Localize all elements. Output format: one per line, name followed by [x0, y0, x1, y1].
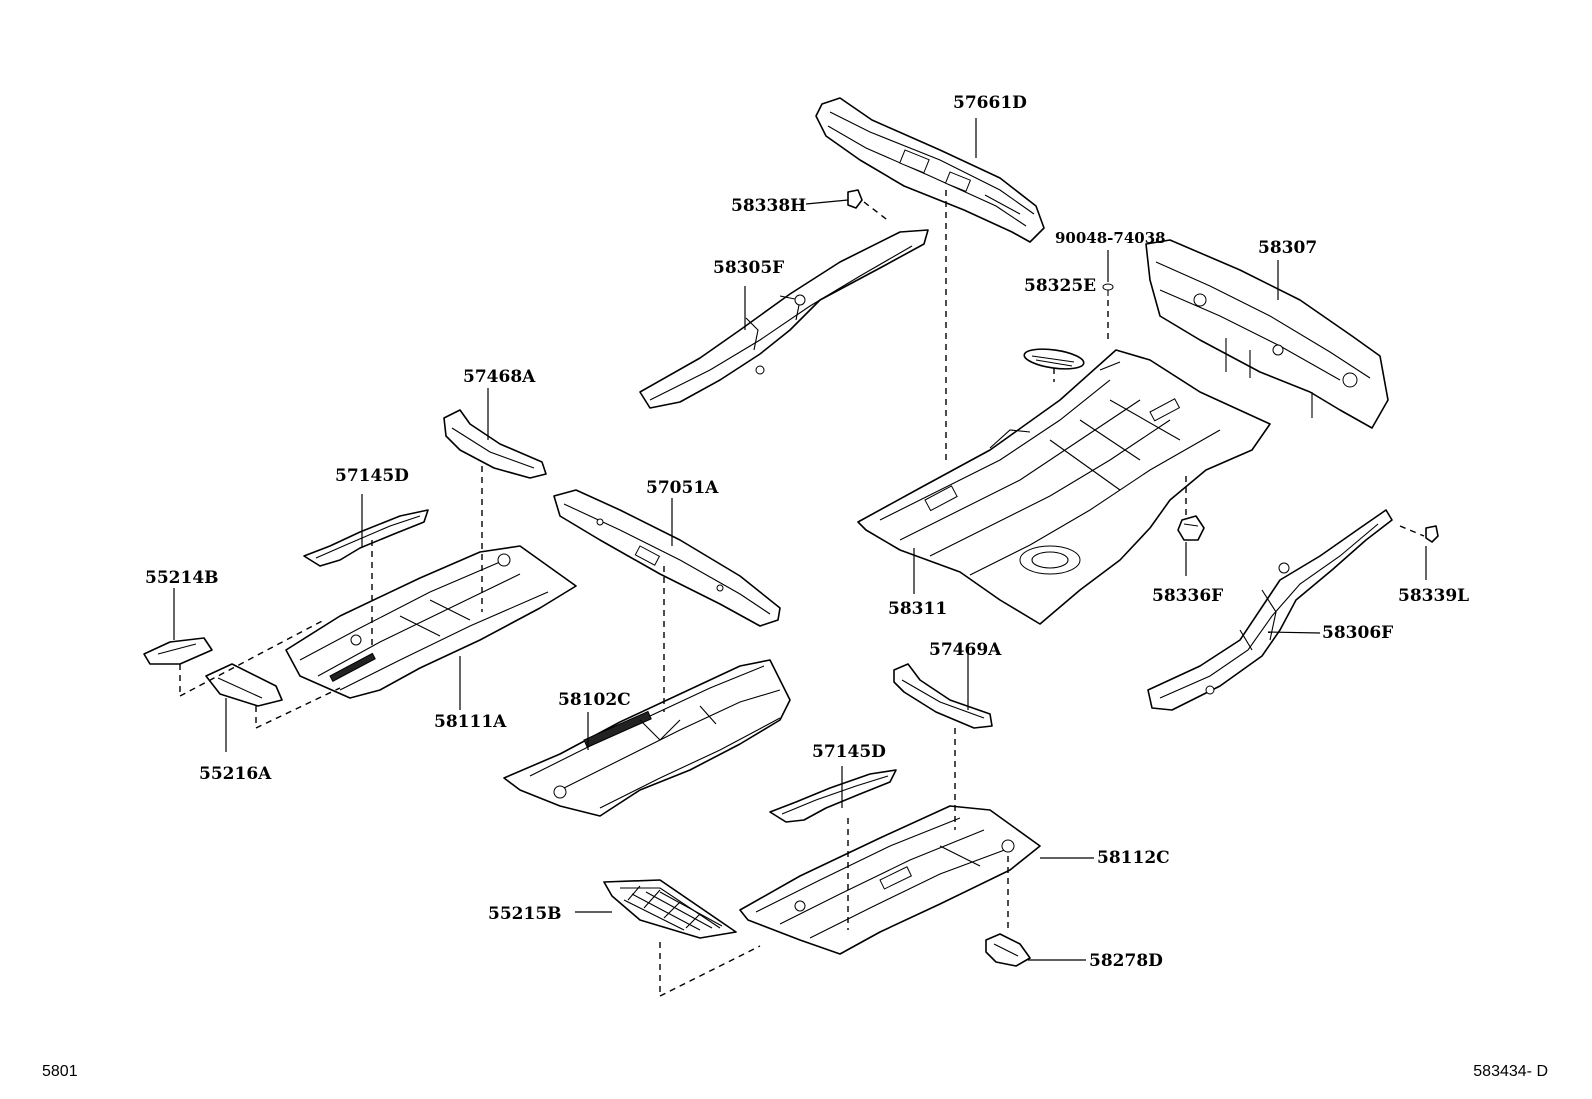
label-58338H: 58338H	[731, 196, 806, 216]
label-58112C: 58112C	[1097, 848, 1170, 868]
part-57469A	[893, 663, 993, 729]
part-58111A	[285, 545, 577, 699]
part-57145D-upper	[303, 509, 429, 567]
part-57051A	[553, 489, 781, 627]
label-58336F: 58336F	[1152, 586, 1223, 606]
part-58102C	[503, 659, 791, 817]
part-58307	[1145, 239, 1389, 429]
label-57145D-lower: 57145D	[812, 742, 886, 762]
label-55216A: 55216A	[199, 764, 272, 784]
label-55214B: 55214B	[145, 568, 219, 588]
part-58306F	[1147, 509, 1393, 711]
label-58305F: 58305F	[713, 258, 784, 278]
label-57468A: 57468A	[463, 367, 536, 387]
label-58102C: 58102C	[558, 690, 631, 710]
part-labels: 57661D 58338H 90048-74038 58307 58305F 5…	[145, 93, 1469, 971]
part-58338H	[847, 189, 863, 209]
part-58336F	[1177, 515, 1205, 541]
part-58278D	[985, 933, 1031, 967]
part-90048-74038	[1102, 283, 1114, 296]
label-57469A: 57469A	[929, 640, 1002, 660]
label-55215B: 55215B	[488, 904, 562, 924]
footer-left-code: 5801	[42, 1063, 78, 1080]
part-57145D-lower	[769, 769, 897, 823]
label-58111A: 58111A	[434, 712, 507, 732]
part-58305F	[639, 229, 929, 409]
label-58307: 58307	[1258, 238, 1317, 258]
part-55216A	[205, 663, 283, 707]
part-58311	[857, 349, 1271, 625]
label-57051A: 57051A	[646, 478, 719, 498]
leader-lines	[173, 118, 1427, 961]
label-58306F: 58306F	[1322, 623, 1393, 643]
label-58311: 58311	[888, 599, 947, 619]
label-57145D-upper: 57145D	[335, 466, 409, 486]
label-58325E: 58325E	[1024, 276, 1096, 296]
assembly-lines	[179, 190, 1425, 997]
part-57661D	[815, 97, 1045, 243]
part-55214B	[143, 637, 213, 665]
part-58112C	[739, 805, 1041, 955]
part-57468A	[443, 409, 547, 479]
label-57661D: 57661D	[953, 93, 1027, 113]
part-58339L	[1425, 525, 1439, 543]
label-58278D: 58278D	[1089, 951, 1163, 971]
footer-right-code: 583434- D	[1473, 1063, 1548, 1080]
label-90048-74038: 90048-74038	[1055, 229, 1166, 247]
part-58325E	[1023, 348, 1085, 370]
label-58339L: 58339L	[1398, 586, 1469, 606]
part-55215B	[603, 879, 737, 939]
